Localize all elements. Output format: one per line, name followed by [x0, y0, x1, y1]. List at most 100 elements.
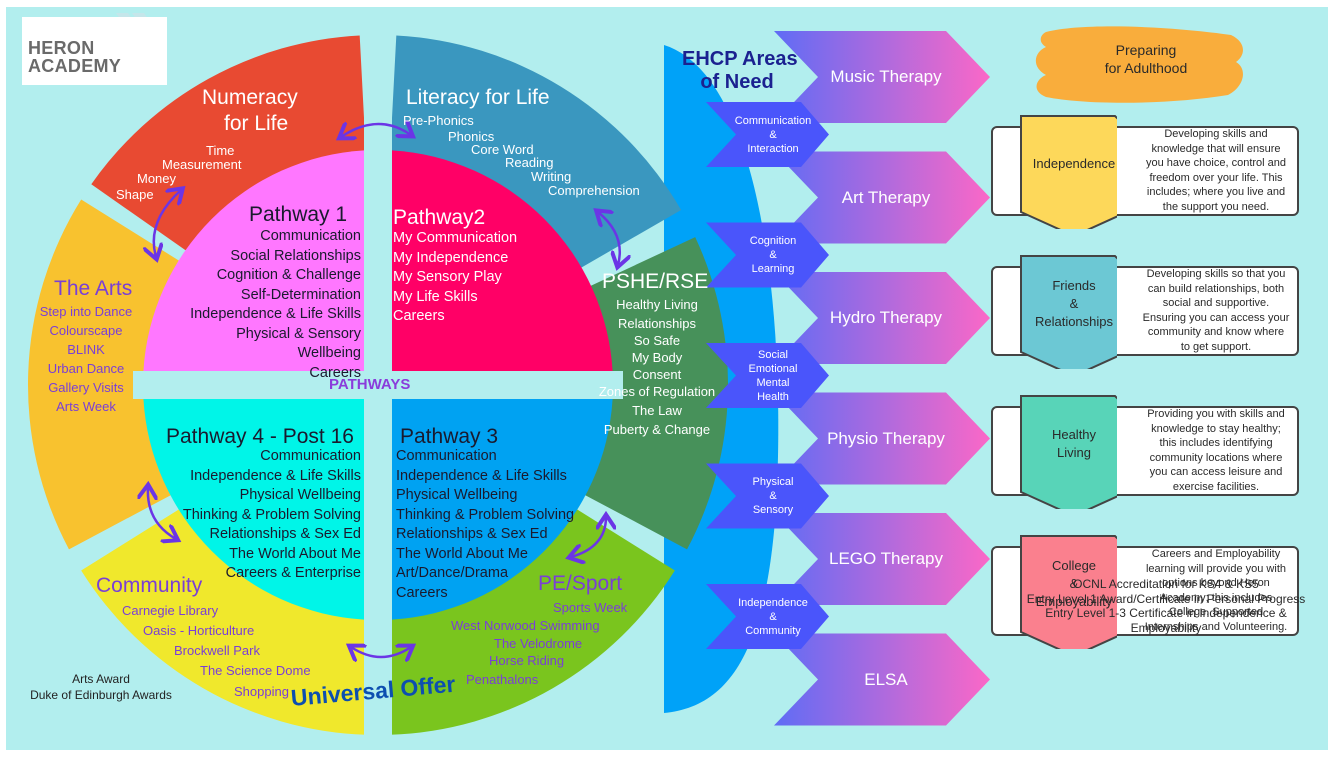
ehcp-area-label: Physical&Sensory [728, 475, 818, 517]
pfa-card-desc-line: exercise facilities. [1172, 480, 1260, 493]
pfa-card-tab [1020, 535, 1117, 649]
pfa-card-label: Friends&Relationships [1019, 277, 1129, 331]
ehcp-title-line-2: of Need [700, 71, 774, 93]
pfa-card-label-line: Employability [1035, 594, 1113, 609]
pfa-title-line-1: Preparing [1115, 42, 1177, 58]
pathway-item: Independence & Life Skills [396, 467, 567, 484]
pfa-card-tab [1020, 395, 1117, 509]
wheel [27, 25, 728, 745]
pathway-item: Wellbeing [297, 345, 361, 361]
ehcp-area-label-line: Emotional [748, 362, 798, 375]
pfa-card-desc-line: freedom over your life. This [1149, 171, 1283, 184]
ehcp-area-label-line: & [769, 128, 777, 141]
pfa-card-label: Independence [1019, 155, 1129, 173]
double-arrow-icon [341, 124, 411, 137]
pshe-item: Puberty & Change [603, 422, 711, 437]
ehcp-area-chevron [706, 463, 829, 529]
pfa-card-desc-line: Providing you with skills and [1147, 408, 1285, 420]
pathway-2-title: Pathway2 [393, 206, 486, 229]
pathway-3-title: Pathway 3 [400, 425, 499, 448]
pfa-title: Preparing for Adulthood [1046, 41, 1246, 77]
pathway-1-quadrant [143, 150, 364, 371]
pshe-title: PSHE/RSE [602, 270, 709, 293]
awards-list: Arts Award Duke of Edinburgh Awards [10, 671, 192, 703]
pshe-item: Healthy Living [616, 297, 698, 312]
pathway-2-quadrant [392, 150, 613, 371]
logo-line-2: ACADEMY [28, 56, 122, 76]
double-arrow-icon [571, 517, 606, 557]
pathway-item: Physical Wellbeing [396, 487, 518, 503]
pfa-card-desc-line: to get support. [1180, 340, 1252, 353]
pathway-2-items: My Communication My Independence My Sensor… [393, 229, 517, 327]
numeracy-item: Money [137, 171, 177, 186]
award-item: Duke of Edinburgh Awards [30, 688, 172, 702]
pfa-card-label-line: Friends [1052, 278, 1096, 293]
pfa-card-desc-line: community locations where [1149, 451, 1283, 464]
numeracy-title-2: for Life [224, 112, 289, 135]
pfa-card-desc-line: Academy; this includes [1159, 591, 1273, 604]
therapy-label: Hydro Therapy [829, 308, 943, 327]
pe-sport-item: The Velodrome [494, 636, 583, 651]
literacy-item: Reading [505, 155, 554, 170]
ehcp-area-label-line: Learning [751, 263, 795, 275]
pathway-item: Colourscape [49, 323, 123, 338]
community-item: Shopping [234, 684, 289, 699]
pathway-item: Careers [396, 584, 448, 601]
pathway-item: Independence & Life Skills [190, 306, 361, 322]
pfa-card-desc-line: Developing skills and [1164, 128, 1268, 140]
pfa-card-tab [1020, 115, 1117, 229]
pathway-item: Social Relationships [230, 247, 361, 264]
pathway-item: Art/Dance/Drama [396, 565, 509, 581]
accreditation-item: Employability [1130, 620, 1202, 635]
pathway-item: My Sensory Play [393, 269, 502, 285]
pathway-item: Physical Wellbeing [239, 487, 361, 503]
diagram-shapes [27, 13, 1243, 745]
community-segment [81, 496, 371, 735]
literacy-item: Phonics [448, 129, 495, 144]
ehcp-area-label: Cognition&Learning [728, 234, 818, 276]
ehcp-area-label-line: Community [745, 624, 801, 637]
therapy-label: Physio Therapy [827, 428, 945, 448]
literacy-item: Comprehension [548, 183, 640, 198]
pfa-card-label-line: Healthy [1051, 427, 1097, 442]
pfa-card-label-line: Relationships [1034, 314, 1114, 329]
accreditation-item: Entry Level 1 Award/Certificate in Perso… [1026, 591, 1306, 606]
pathway-item: My Communication [393, 230, 518, 246]
pshe-segment [563, 237, 728, 550]
double-arrow-icon [598, 212, 620, 265]
numeracy-title: Numeracy [202, 86, 298, 109]
pathway-item: Communication [260, 448, 361, 464]
pathway-item: The World About Me [229, 545, 361, 562]
therapy-arrow [774, 272, 990, 364]
pfa-card-desc-line: options beyond Heron [1162, 577, 1270, 589]
pathway-item: Relationships & Sex Ed [209, 526, 361, 542]
arts-title: The Arts [54, 277, 133, 300]
ehcp-title: EHCP Areas of Need [682, 48, 798, 94]
ehcp-area-label-line: Social [758, 348, 788, 361]
community-item: Oasis - Horticulture [143, 623, 255, 638]
ehcp-area-label: Communication&Interaction [728, 114, 818, 156]
pathway-item: My Independence [393, 249, 509, 266]
therapy-label: Music Therapy [830, 67, 942, 86]
community-item: Carnegie Library [122, 603, 219, 618]
pathway-item: BLINK [67, 342, 105, 357]
ehcp-area-label-line: Physical [752, 476, 794, 488]
pshe-item: The Law [632, 403, 682, 418]
therapy-arrow [774, 151, 990, 244]
pfa-card-desc-line: includes; where you live and [1146, 186, 1286, 198]
pathway-item: Careers [309, 364, 361, 381]
literacy-item: Pre-Phonics [403, 113, 474, 128]
pfa-card-desc-line: Internships and Volunteering. [1144, 620, 1288, 633]
pe-sport-item: Penathalons [466, 672, 539, 687]
pfa-card-label-line: Living [1057, 445, 1091, 460]
